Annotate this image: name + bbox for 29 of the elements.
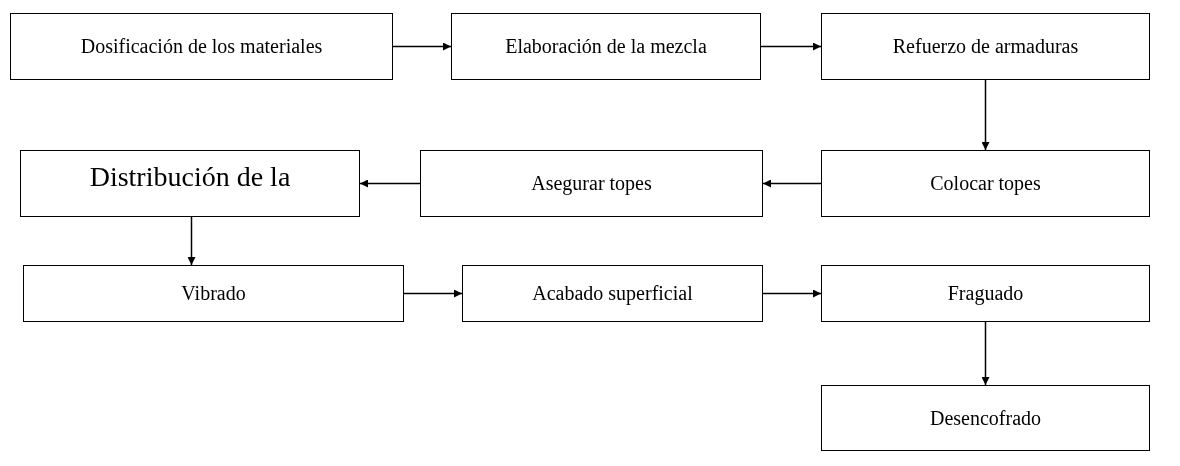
arrow: [359, 179, 421, 188]
box-label: Dosificación de los materiales: [80, 34, 323, 59]
arrow: [760, 42, 822, 51]
box-label: Acabado superficial: [532, 281, 693, 306]
process-box: [451, 13, 761, 80]
arrow: [981, 79, 990, 151]
box-label: Elaboración de la mezcla: [505, 34, 707, 59]
arrow: [392, 42, 452, 51]
process-box: [420, 150, 763, 217]
box-label: Refuerzo de armaduras: [892, 34, 1079, 59]
process-box: [462, 265, 763, 322]
process-box: [821, 265, 1150, 322]
process-box: [821, 13, 1150, 80]
box-label: Vibrado: [181, 281, 246, 306]
process-box: [20, 150, 360, 217]
process-box: [821, 150, 1150, 217]
process-box: [23, 265, 404, 322]
arrow: [981, 321, 990, 386]
box-label: Desencofrado: [929, 405, 1042, 431]
process-box: [10, 13, 393, 80]
arrow: [762, 289, 822, 298]
process-box: [821, 385, 1150, 451]
box-label: Asegurar topes: [531, 171, 652, 196]
arrow: [187, 216, 196, 266]
box-label: Distribución de la: [89, 160, 291, 194]
box-label: Colocar topes: [930, 171, 1041, 196]
arrow: [403, 289, 463, 298]
arrow: [762, 179, 822, 188]
box-label: Fraguado: [947, 281, 1024, 306]
